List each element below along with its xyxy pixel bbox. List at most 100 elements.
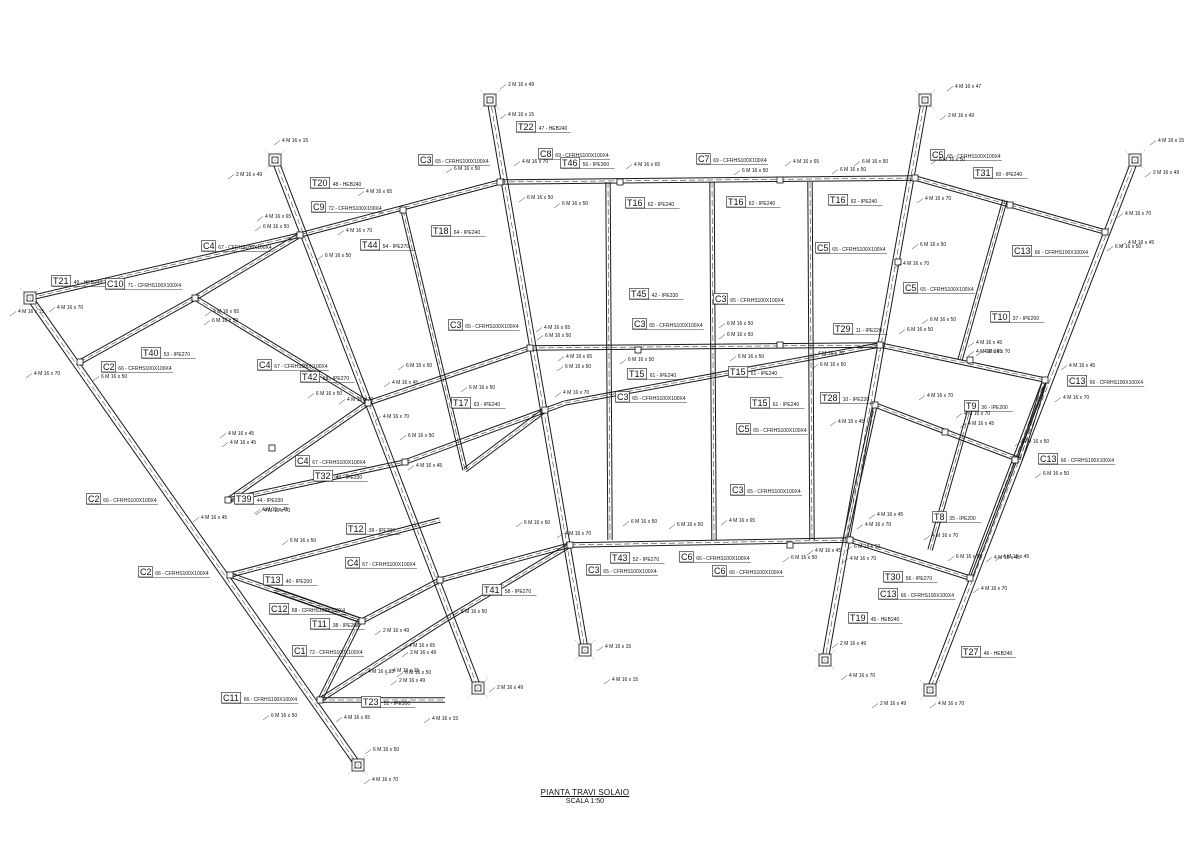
connection-node-27 xyxy=(786,541,794,549)
connection-node-32 xyxy=(316,696,324,704)
bolt-note: 2 M 16 x 49 xyxy=(840,641,866,647)
bolt-note: 6 M 16 x 50 xyxy=(1115,244,1141,250)
connection-node-33 xyxy=(894,258,902,266)
bolt-notes: 2 M 16 x 494 M 16 x 154 M 16 x 472 M 16 … xyxy=(18,82,1184,783)
member-tag: T11 xyxy=(312,619,327,629)
member-section: 65 - CFRHS100X100X4 xyxy=(832,247,886,253)
bolt-note: 4 M 16 x 70 xyxy=(925,196,951,202)
member-section: 66 - CFRHS100X100X4 xyxy=(118,366,172,372)
member-tag: T18 xyxy=(433,226,449,236)
bolt-note: 2 M 16 x 49 xyxy=(948,113,974,119)
member-tag: T12 xyxy=(348,524,364,534)
beam-8 xyxy=(499,175,916,185)
connection-node-13 xyxy=(526,344,534,352)
beam-39 xyxy=(1017,379,1048,461)
connection-node-5 xyxy=(776,176,784,184)
member-section: 48 - HEB240 xyxy=(333,182,362,188)
member-tag: T23 xyxy=(363,697,379,707)
bolt-note: 4 M 16 x 70 xyxy=(34,371,60,377)
member-tag: T30 xyxy=(885,572,901,582)
beam-12 xyxy=(193,295,370,406)
beam-18 xyxy=(404,400,566,465)
member-tag: T39 xyxy=(236,494,252,504)
member-section: 61 - IPE240 xyxy=(773,402,800,408)
member-tag: C12 xyxy=(271,604,288,614)
bolt-note: 6 M 16 x 50 xyxy=(545,333,571,339)
bolt-note: 4 M 16 x 70 xyxy=(903,261,929,267)
beam-31 xyxy=(709,181,717,541)
bolt-note: 6 M 16 x 50 xyxy=(263,224,289,230)
column-base-5 xyxy=(1124,149,1146,171)
member-tag: C13 xyxy=(880,589,897,599)
bolt-note: 2 M 16 x 49 xyxy=(236,172,262,178)
connection-node-4 xyxy=(616,178,624,186)
beam-29 xyxy=(317,618,363,702)
connection-node-12 xyxy=(268,444,276,452)
bolt-note: 2 M 16 x 49 xyxy=(383,628,409,634)
member-section: 66 - CFRHS100X100X4 xyxy=(244,697,298,703)
member-tag: C3 xyxy=(450,320,462,330)
member-section: 66 - CFRHS100X100X4 xyxy=(1090,380,1144,386)
connection-node-17 xyxy=(1041,376,1049,384)
beam-6 xyxy=(29,232,301,301)
member-tag: T40 xyxy=(143,348,159,358)
column-base-4 xyxy=(914,89,936,111)
member-tag: T45 xyxy=(631,289,647,299)
bolt-note: 4 M 16 x 65 xyxy=(729,518,755,524)
member-section: 60 - IPE240 xyxy=(996,172,1023,178)
member-tag: T16 xyxy=(830,195,846,205)
bolt-note: 6 M 16 x 50 xyxy=(373,747,399,753)
column-base-1 xyxy=(479,89,501,111)
connection-node-31 xyxy=(226,571,234,579)
member-tag: C2 xyxy=(88,494,100,504)
member-tag: T15 xyxy=(629,369,645,379)
member-section: 65 - CFRHS100X100X4 xyxy=(649,323,703,329)
bolt-note: 2 M 16 x 49 xyxy=(508,82,534,88)
bolt-note: 6 M 16 x 50 xyxy=(406,363,432,369)
bolt-note: 4 M 16 x 45 xyxy=(1069,363,1095,369)
member-tag: C4 xyxy=(259,360,271,370)
bolt-note: 4 M 16 x 45 xyxy=(230,440,256,446)
member-tag: T8 xyxy=(934,512,945,522)
bolt-note: 6 M 16 x 50 xyxy=(930,317,956,323)
bolt-note: 4 M 16 x 65 xyxy=(409,643,435,649)
bolt-note: 4 M 16 x 70 xyxy=(981,586,1007,592)
member-tag: T32 xyxy=(315,471,331,481)
member-section: 35 - IPE200 xyxy=(949,516,976,522)
connection-node-18 xyxy=(1006,201,1014,209)
member-tag: T16 xyxy=(627,198,643,208)
member-tag: T13 xyxy=(265,575,281,585)
bolt-note: 4 M 16 x 70 xyxy=(865,522,891,528)
connection-node-28 xyxy=(566,541,574,549)
member-tag: T20 xyxy=(312,178,328,188)
member-section: 37 - IPE200 xyxy=(1013,316,1040,322)
bolt-note: 4 M 16 x 15 xyxy=(432,716,458,722)
bolt-note: 6 M 16 x 50 xyxy=(325,253,351,259)
connection-node-23 xyxy=(941,428,949,436)
connection-nodes xyxy=(19,89,1146,776)
member-tag: C6 xyxy=(681,552,693,562)
member-tag: T29 xyxy=(835,324,851,334)
connection-node-15 xyxy=(776,341,784,349)
member-section: 46 - HEB240 xyxy=(984,651,1013,657)
beam-32 xyxy=(807,181,815,541)
member-section: 67 - CFRHS100X100X4 xyxy=(274,364,328,370)
bolt-note: 2 M 16 x 49 xyxy=(410,650,436,656)
bolt-note: 4 M 16 x 15 xyxy=(393,668,419,674)
member-tag: C1 xyxy=(294,646,306,656)
member-section: 66 - CFRHS100X100X4 xyxy=(155,571,209,577)
